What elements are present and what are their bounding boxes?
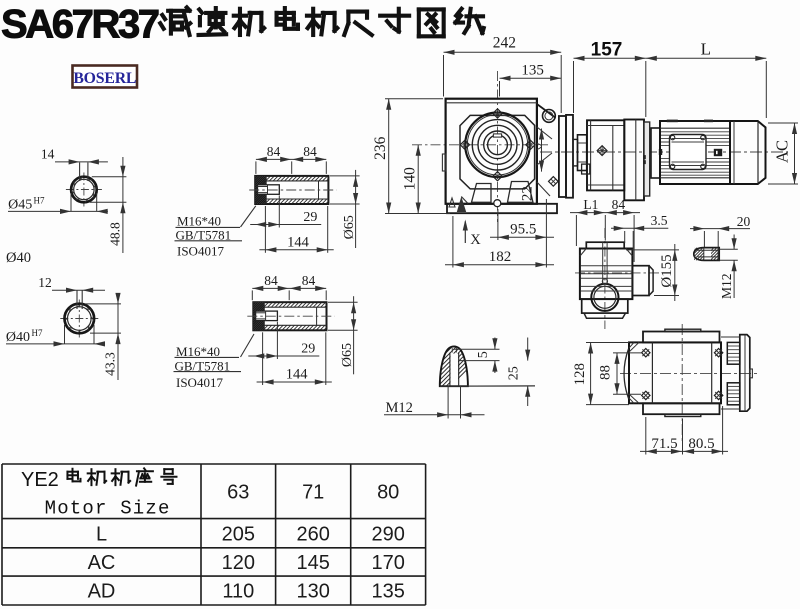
svg-text:84: 84 — [612, 197, 626, 212]
svg-text:Ø40: Ø40 — [6, 250, 31, 266]
svg-text:84: 84 — [264, 273, 278, 288]
svg-text:AC: AC — [88, 552, 116, 574]
svg-text:80.5: 80.5 — [688, 436, 714, 452]
svg-text:5: 5 — [476, 351, 491, 358]
svg-text:130: 130 — [297, 581, 330, 603]
svg-text:Ø65: Ø65 — [340, 343, 355, 367]
svg-text:242: 242 — [493, 35, 516, 52]
svg-text:95.5: 95.5 — [510, 222, 536, 238]
svg-text:71: 71 — [302, 482, 324, 504]
svg-text:Ø65: Ø65 — [342, 215, 357, 239]
svg-text:22: 22 — [520, 186, 536, 201]
svg-text:71.5: 71.5 — [651, 436, 677, 452]
svg-text:AC: AC — [773, 140, 792, 163]
svg-text:236: 236 — [372, 136, 389, 160]
svg-text:260: 260 — [297, 524, 330, 546]
svg-text:AD: AD — [88, 581, 116, 603]
svg-text:170: 170 — [372, 552, 405, 574]
svg-text:L: L — [96, 524, 107, 546]
svg-text:X: X — [470, 232, 481, 248]
svg-text:M12: M12 — [719, 273, 734, 299]
svg-text:BOSERL: BOSERL — [73, 70, 136, 87]
svg-text:88: 88 — [597, 365, 613, 380]
svg-text:H7: H7 — [32, 328, 43, 338]
svg-text:145: 145 — [297, 552, 330, 574]
svg-text:12: 12 — [38, 275, 52, 290]
svg-text:Motor Size: Motor Size — [45, 498, 171, 520]
svg-text:14: 14 — [41, 147, 55, 162]
svg-text:84: 84 — [267, 144, 281, 159]
svg-text:182: 182 — [489, 249, 512, 265]
svg-text:43.3: 43.3 — [103, 352, 118, 376]
svg-text:Ø155: Ø155 — [659, 254, 675, 287]
svg-text:20: 20 — [737, 214, 751, 229]
svg-text:205: 205 — [222, 524, 255, 546]
svg-text:ISO4017: ISO4017 — [177, 244, 224, 259]
svg-text:GB/T5781: GB/T5781 — [176, 227, 232, 242]
svg-text:120: 120 — [222, 552, 255, 574]
svg-text:Ø45: Ø45 — [8, 198, 32, 213]
svg-text:25: 25 — [506, 366, 521, 380]
svg-text:Ø40: Ø40 — [6, 330, 30, 345]
svg-text:63: 63 — [227, 482, 249, 504]
svg-text:128: 128 — [572, 363, 588, 386]
svg-text:ISO4017: ISO4017 — [176, 375, 223, 390]
svg-text:80: 80 — [377, 482, 399, 504]
svg-text:157: 157 — [591, 40, 623, 61]
svg-text:48.8: 48.8 — [108, 222, 123, 246]
svg-text:29: 29 — [303, 210, 317, 225]
svg-text:YE2: YE2 — [21, 469, 59, 491]
svg-text:144: 144 — [287, 234, 310, 250]
svg-text:3.5: 3.5 — [651, 213, 668, 228]
svg-text:135: 135 — [372, 581, 405, 603]
svg-text:84: 84 — [302, 273, 316, 288]
svg-text:110: 110 — [222, 581, 254, 603]
svg-text:H7: H7 — [34, 196, 45, 206]
svg-text:L: L — [701, 40, 711, 59]
svg-text:M16*40: M16*40 — [177, 214, 221, 229]
svg-text:L1: L1 — [583, 197, 598, 212]
svg-text:SA67R37: SA67R37 — [1, 3, 159, 47]
svg-text:29: 29 — [301, 342, 315, 357]
svg-text:M16*40: M16*40 — [176, 344, 220, 359]
svg-text:144: 144 — [286, 367, 309, 383]
svg-text:140: 140 — [401, 167, 418, 191]
svg-text:M12: M12 — [386, 400, 413, 416]
svg-text:290: 290 — [372, 524, 405, 546]
svg-text:84: 84 — [303, 144, 317, 159]
svg-text:135: 135 — [521, 63, 544, 79]
svg-text:GB/T5781: GB/T5781 — [175, 358, 231, 373]
